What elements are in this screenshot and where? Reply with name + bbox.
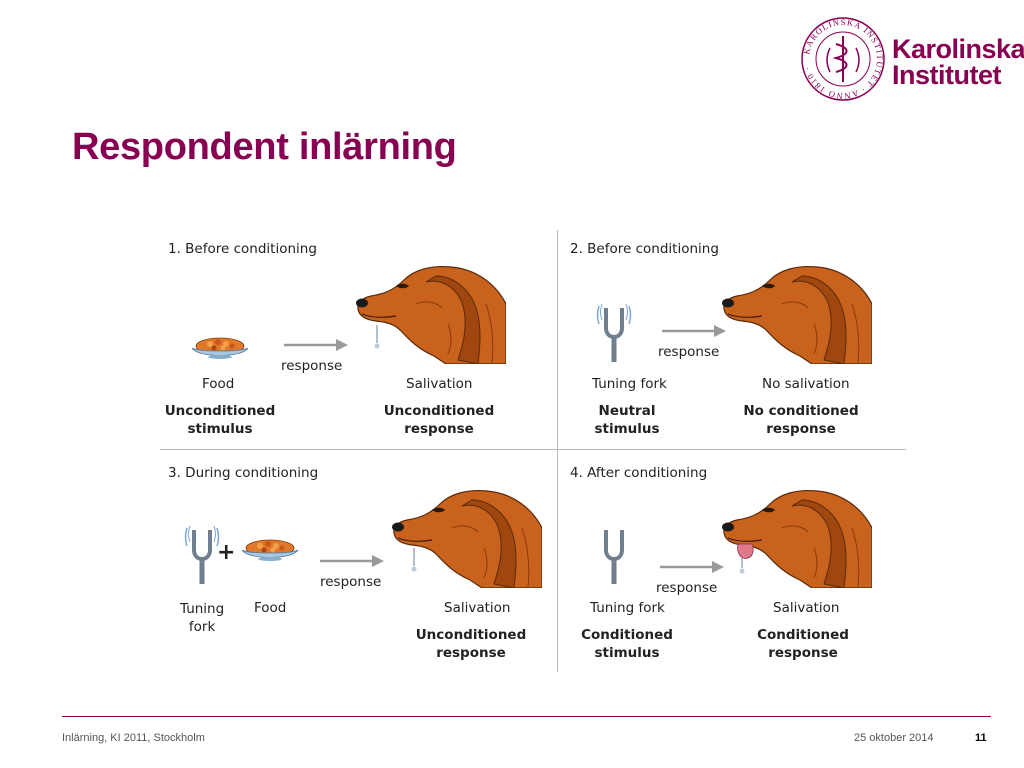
arrow-icon [662,325,726,337]
arrow-icon [320,555,384,567]
dog-head-icon [722,264,872,364]
footer-page-number: 11 [975,732,987,744]
arrow-response: response [316,554,386,590]
saliva-drip-icon [411,548,417,572]
arrow-label: response [656,580,718,596]
panel-title: 3. During conditioning [168,465,319,481]
response-label: Salivation [406,376,473,392]
arrow-response: response [658,324,728,360]
response-label: No salivation [762,376,850,392]
food-bowl-icon [190,332,250,362]
slide-title: Respondent inlärning [72,126,457,168]
response-label: Salivation [773,600,840,616]
logo-line-1: Karolinska [892,34,1024,64]
response-label: Salivation [444,600,511,616]
saliva-drip-icon [374,325,380,349]
karolinska-logo: KAROLINSKA INSTITUTET · ANNO 1810 · Karo… [800,16,1024,102]
footer-course: Inlärning, KI 2011, Stockholm [62,732,205,744]
footer-date: 25 oktober 2014 [854,732,934,744]
panel-3: 3. During conditioning + response Tuning… [160,454,532,672]
divider-vertical [557,230,558,672]
plus-icon: + [217,540,236,565]
panel-title: 4. After conditioning [570,465,708,481]
dog-tongue-icon [737,543,754,574]
food-bowl-icon [240,534,300,564]
tuning-fork-icon [596,524,632,584]
arrow-label: response [658,344,720,360]
stimulus-label-food: Food [254,600,287,616]
panel-2: 2. Before conditioning response Tuning f… [562,230,934,448]
panel-4: 4. After conditioning response Tuning fo… [562,454,934,672]
panel-title: 2. Before conditioning [570,241,719,257]
stimulus-label: Food [202,376,235,392]
arrow-icon [660,561,724,573]
arrow-icon [284,339,348,351]
panel-1: 1. Before conditioning response Food Sal… [160,230,532,448]
stimulus-label: Tuning fork [590,600,665,616]
tuning-fork-icon [184,524,220,584]
ki-seal-icon: KAROLINSKA INSTITUTET · ANNO 1810 · [801,17,885,101]
arrow-label: response [281,358,343,374]
stimulus-label: Tuning fork [592,376,667,392]
classical-conditioning-diagram: 1. Before conditioning response Food Sal… [160,230,906,672]
footer-rule [62,716,991,717]
panel-title: 1. Before conditioning [168,241,317,257]
arrow-response: response [280,338,350,374]
arrow-response: response [656,560,726,596]
tuning-fork-icon [596,302,632,362]
arrow-label: response [320,574,382,590]
divider-horizontal [160,449,906,450]
logo-line-2: Institutet [892,60,1002,90]
